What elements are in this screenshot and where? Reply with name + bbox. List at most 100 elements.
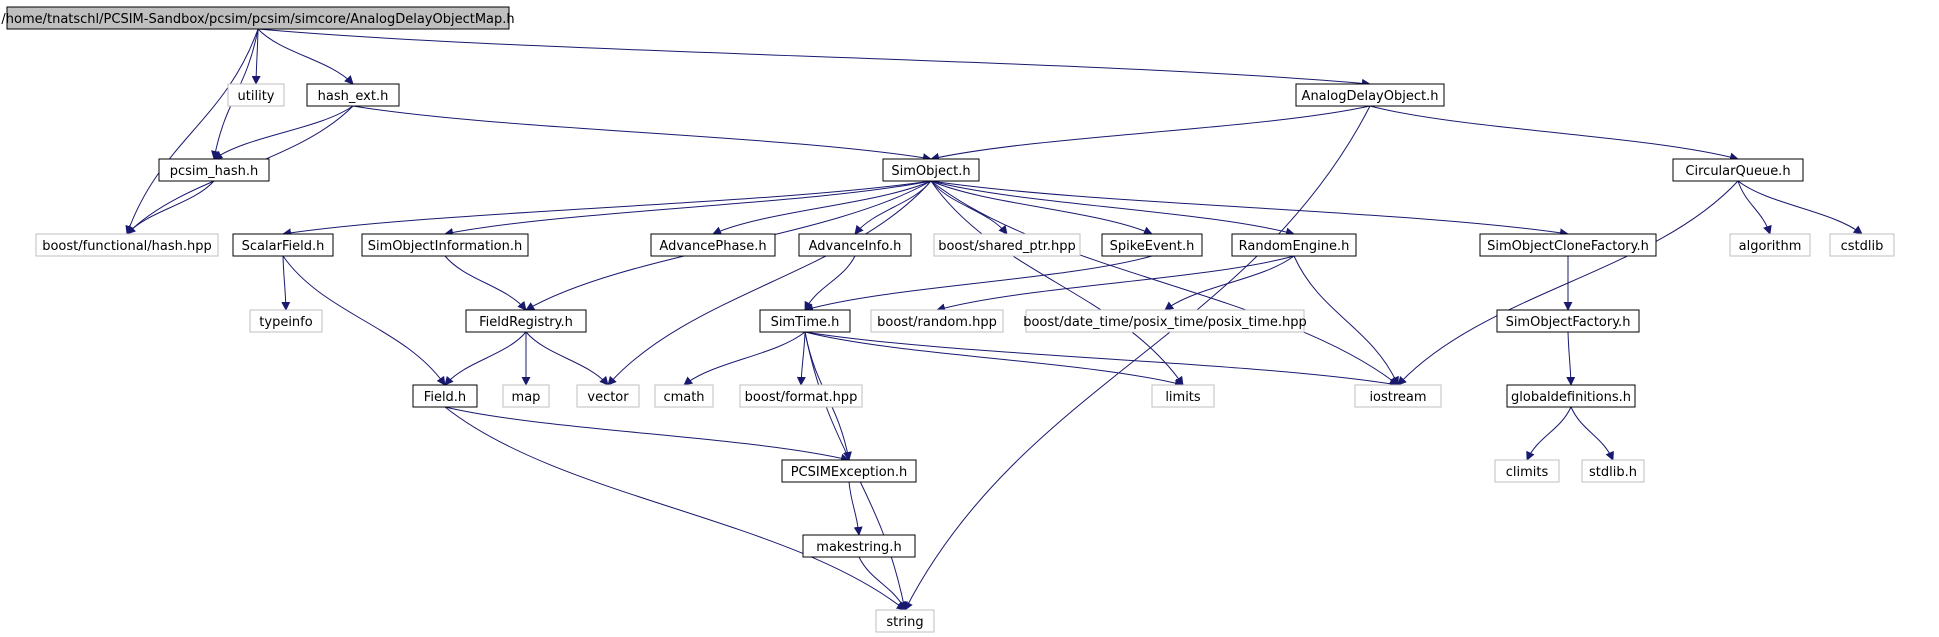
node-posix: boost/date_time/posix_time/posix_time.hp…	[1023, 309, 1307, 333]
node-label-makestring: makestring.h	[816, 540, 901, 555]
node-pcsimexc[interactable]: PCSIMException.h	[781, 459, 917, 483]
node-random[interactable]: RandomEngine.h	[1231, 233, 1357, 257]
edge-circular-to-cstdlib	[1737, 180, 1863, 235]
node-string: string	[875, 609, 935, 633]
edge-globaldefs-to-stdlib	[1570, 406, 1614, 461]
edge-field-to-pcsimexc	[444, 406, 850, 463]
node-shared_ptr: boost/shared_ptr.hpp	[933, 233, 1081, 257]
node-simtime[interactable]: SimTime.h	[759, 309, 851, 333]
node-box-advphase	[650, 233, 776, 257]
node-box-spike	[1101, 233, 1203, 257]
node-box-simtime	[759, 309, 851, 333]
node-label-sofactory: SimObjectFactory.h	[1506, 315, 1631, 330]
node-box-analog	[1295, 83, 1445, 107]
node-box-clonefac	[1479, 233, 1657, 257]
edge-simtime-to-iostream	[804, 331, 1399, 389]
node-map: map	[502, 384, 550, 408]
node-soinfo[interactable]: SimObjectInformation.h	[361, 233, 529, 257]
edge-random-to-iostream	[1293, 255, 1399, 386]
node-fieldreg[interactable]: FieldRegistry.h	[465, 309, 587, 333]
node-label-analog: AnalogDelayObject.h	[1302, 89, 1439, 104]
edge-spike-to-simtime	[804, 255, 1153, 313]
edge-pcsimexc-to-makestring	[848, 481, 863, 536]
node-label-pcsimexc: PCSIMException.h	[791, 465, 908, 480]
edge-simobject-to-scalar	[282, 180, 932, 238]
node-hash_ext[interactable]: hash_ext.h	[306, 83, 400, 107]
node-iostream: iostream	[1354, 384, 1442, 408]
edge-random-to-boost_random	[936, 255, 1295, 313]
node-simobject[interactable]: SimObject.h	[882, 158, 980, 182]
node-box-boost_random	[870, 309, 1004, 333]
edge-makestring-to-string	[858, 556, 906, 611]
node-spike[interactable]: SpikeEvent.h	[1101, 233, 1203, 257]
edge-simobject-to-vector	[607, 180, 932, 386]
node-advphase[interactable]: AdvancePhase.h	[650, 233, 776, 257]
edge-advinfo-to-simtime	[804, 255, 856, 311]
node-box-sofactory	[1496, 309, 1640, 333]
node-globaldefs[interactable]: globaldefinitions.h	[1506, 384, 1636, 408]
edge-scalar-to-typeinfo	[281, 255, 291, 311]
node-box-field	[412, 384, 478, 408]
node-circular[interactable]: CircularQueue.h	[1672, 158, 1804, 182]
edge-random-to-posix	[1164, 255, 1295, 311]
edge-circular-to-algorithm	[1737, 180, 1772, 235]
edge-root-to-hash_ext	[257, 28, 354, 85]
node-vector: vector	[576, 384, 640, 408]
node-label-spike: SpikeEvent.h	[1110, 239, 1195, 254]
edge-hash_ext-to-pcsim_hash	[213, 105, 354, 160]
node-label-boost_hash: boost/functional/hash.hpp	[42, 239, 212, 254]
node-label-advinfo: AdvanceInfo.h	[809, 239, 902, 254]
node-label-utility: utility	[238, 89, 275, 104]
node-label-root: /home/tnatschl/PCSIM-Sandbox/pcsim/pcsim…	[1, 12, 514, 27]
node-label-posix: boost/date_time/posix_time/posix_time.hp…	[1023, 315, 1307, 330]
node-clonefac[interactable]: SimObjectCloneFactory.h	[1479, 233, 1657, 257]
node-box-climits	[1494, 459, 1560, 483]
node-limits: limits	[1151, 384, 1215, 408]
edge-simtime-to-limits	[804, 331, 1184, 388]
node-box-iostream	[1354, 384, 1442, 408]
node-label-soinfo: SimObjectInformation.h	[368, 239, 523, 254]
node-box-simobject	[882, 158, 980, 182]
dependency-nodes: /home/tnatschl/PCSIM-Sandbox/pcsim/pcsim…	[1, 6, 1895, 633]
node-pcsim_hash[interactable]: pcsim_hash.h	[158, 158, 270, 182]
node-field[interactable]: Field.h	[412, 384, 478, 408]
node-label-random: RandomEngine.h	[1239, 239, 1350, 254]
node-box-scalar	[232, 233, 334, 257]
node-box-advinfo	[798, 233, 912, 257]
edge-sofactory-to-globaldefs	[1566, 331, 1576, 386]
node-box-utility	[227, 83, 285, 107]
node-cstdlib: cstdlib	[1829, 233, 1895, 257]
node-boost_hash: boost/functional/hash.hpp	[35, 233, 219, 257]
node-label-scalar: ScalarField.h	[242, 239, 325, 254]
node-label-advphase: AdvancePhase.h	[659, 239, 766, 254]
node-makestring[interactable]: makestring.h	[802, 534, 916, 558]
node-label-simobject: SimObject.h	[891, 164, 970, 179]
node-label-vector: vector	[587, 390, 629, 405]
edge-simobject-to-iostream	[930, 180, 1399, 386]
node-box-pcsimexc	[781, 459, 917, 483]
node-label-hash_ext: hash_ext.h	[318, 89, 389, 104]
node-stdlib: stdlib.h	[1581, 459, 1645, 483]
node-label-algorithm: algorithm	[1739, 239, 1802, 254]
edge-root-to-boost_hash	[125, 28, 259, 235]
node-label-climits: climits	[1506, 465, 1549, 480]
edge-simobject-to-spike	[930, 180, 1153, 235]
node-analog[interactable]: AnalogDelayObject.h	[1295, 83, 1445, 107]
node-label-pcsim_hash: pcsim_hash.h	[170, 164, 259, 179]
node-box-random	[1231, 233, 1357, 257]
edge-simobject-to-clonefac	[930, 180, 1569, 238]
node-box-stdlib	[1581, 459, 1645, 483]
edge-root-to-utility	[251, 28, 261, 85]
node-root: /home/tnatschl/PCSIM-Sandbox/pcsim/pcsim…	[1, 6, 515, 30]
node-scalar[interactable]: ScalarField.h	[232, 233, 334, 257]
node-sofactory[interactable]: SimObjectFactory.h	[1496, 309, 1640, 333]
node-advinfo[interactable]: AdvanceInfo.h	[798, 233, 912, 257]
node-box-format	[739, 384, 863, 408]
edge-simobject-to-advphase	[712, 180, 932, 235]
edge-simobject-to-advinfo	[854, 180, 932, 235]
node-box-circular	[1672, 158, 1804, 182]
edge-fieldreg-to-vector	[525, 331, 609, 386]
node-climits: climits	[1494, 459, 1560, 483]
node-label-cmath: cmath	[663, 390, 704, 405]
